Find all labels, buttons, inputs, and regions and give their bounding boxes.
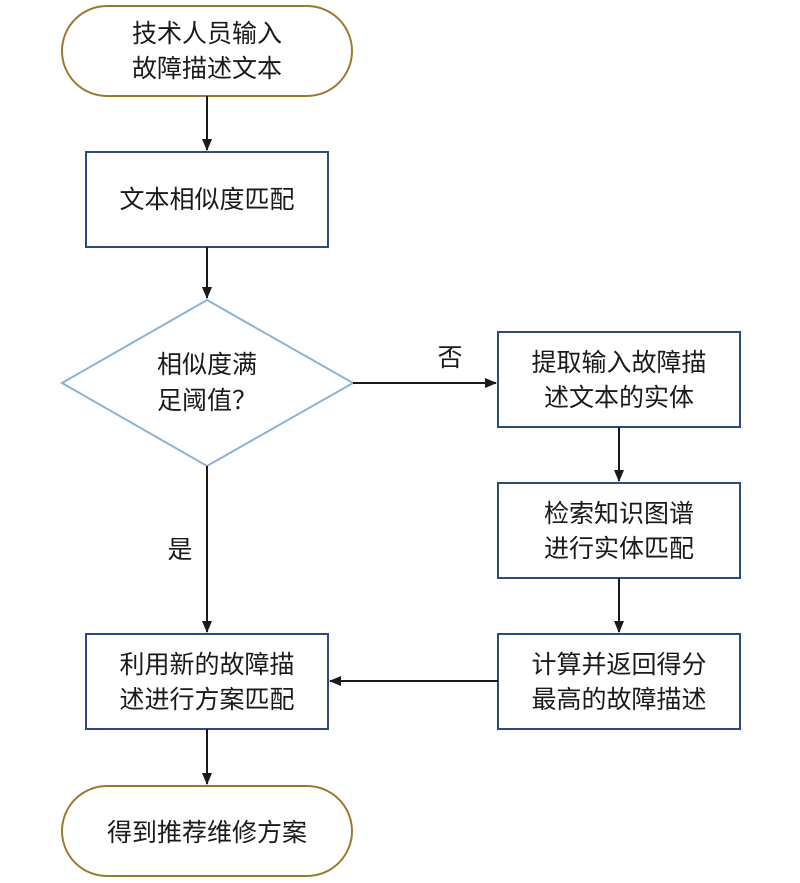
top-score-text-line2: 最高的故障描述 [531, 685, 706, 714]
kg-search-text-line1: 检索知识图谱 [544, 499, 694, 528]
decision-text-line2: 足阈值？ [157, 386, 257, 415]
scheme-match-text-line2: 述进行方案匹配 [119, 685, 294, 714]
no-label: 否 [437, 343, 462, 372]
kg-search-box [497, 482, 741, 579]
yes-label: 是 [167, 535, 192, 564]
extract-text-line2: 述文本的实体 [544, 383, 694, 412]
kg-search-text-line2: 进行实体匹配 [544, 534, 694, 563]
similarity-box [85, 151, 329, 248]
scheme-match-box [85, 633, 329, 730]
top-score-box [497, 633, 741, 730]
scheme-match-text-line1: 利用新的故障描 [119, 650, 294, 679]
similarity-text: 文本相似度匹配 [119, 185, 294, 214]
start-text-line2: 故障描述文本 [132, 54, 282, 83]
decision-text-line1: 相似度满 [157, 350, 257, 379]
end-terminal [61, 785, 353, 877]
extract-box [497, 331, 741, 428]
start-text-line1: 技术人员输入 [132, 19, 282, 48]
extract-text-line1: 提取输入故障描 [531, 348, 706, 377]
end-text: 得到推荐维修方案 [107, 818, 307, 847]
top-score-text-line1: 计算并返回得分 [531, 650, 706, 679]
decision-diamond [59, 298, 356, 468]
